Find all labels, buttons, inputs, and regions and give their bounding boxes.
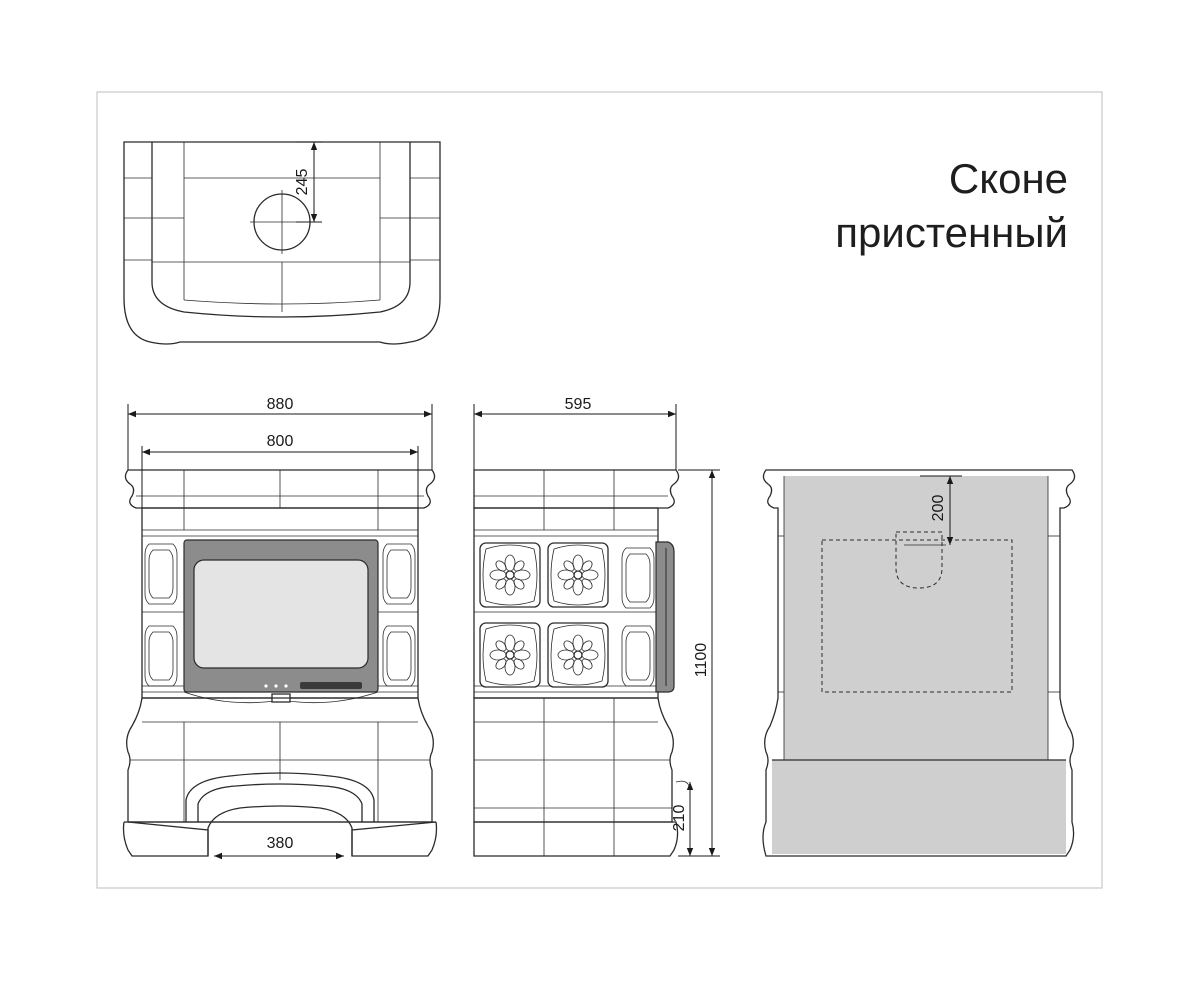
title-line-1: Сконе (949, 155, 1068, 202)
dim-side-height: 1100 (693, 643, 710, 678)
back-panel-upper (784, 476, 1048, 760)
door-side-profile (655, 541, 675, 693)
dim-side-base-height: 210 (671, 805, 688, 832)
title-line-2: пристенный (835, 209, 1068, 256)
front-view: 880 800 380 (122, 396, 438, 860)
door-glass (193, 559, 369, 669)
back-view: 200 (762, 469, 1076, 857)
top-view: 245 (123, 141, 441, 345)
dim-front-total-width: 880 (267, 396, 294, 413)
dim-front-body-width: 800 (267, 433, 294, 450)
side-view: 595 1100 210 (473, 396, 720, 857)
back-panel-lower (772, 760, 1066, 854)
dim-top-flue-offset: 245 (294, 169, 311, 196)
air-slider (300, 682, 362, 689)
dim-back-flue-offset: 200 (930, 495, 947, 522)
dim-front-arch-width: 380 (267, 835, 294, 852)
hidden-firebox-outline (821, 539, 1013, 693)
dim-side-depth: 595 (565, 396, 592, 413)
